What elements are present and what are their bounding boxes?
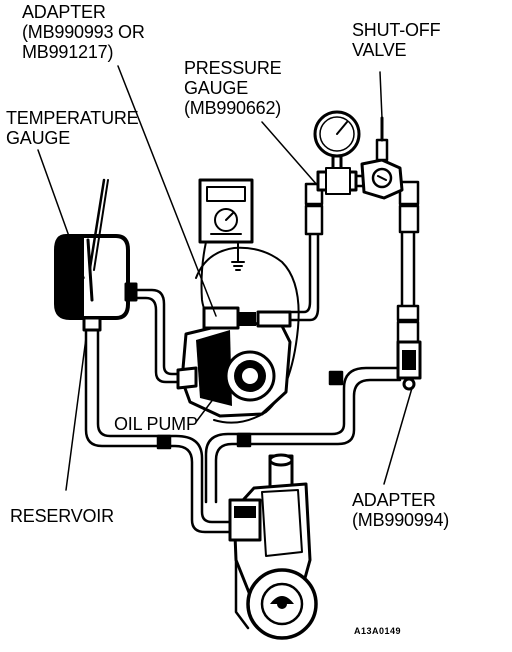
reservoir-return-hose [84, 326, 234, 534]
pressure-gauge-label-line-1: PRESSURE [184, 58, 282, 78]
adapter-bottom-label-line-1: ADAPTER [352, 490, 436, 510]
reservoir-label: RESERVOIR [10, 506, 114, 526]
shutoff-valve-label: SHUT-OFF VALVE [352, 20, 441, 60]
oil-pump-label: OIL PUMP [114, 414, 198, 434]
adapter-to-gear-hose [214, 378, 402, 504]
pressure-gauge [313, 110, 361, 172]
hose-fittings [156, 180, 420, 450]
reservoir [54, 178, 138, 332]
pressure-gauge-label-line-2: GAUGE [184, 78, 249, 98]
shutoff-valve-label-line-2: VALVE [352, 40, 407, 60]
adapter-top-label-line-3: MB991217) [22, 42, 114, 62]
adapter-bottom-label: ADAPTER (MB990994) [352, 490, 449, 530]
temperature-gauge-label: TEMPERATURE GAUGE [6, 108, 139, 148]
adapter-top-label-line-2: (MB990993 OR [22, 22, 145, 42]
shutoff-valve-label-line-1: SHUT-OFF [352, 20, 441, 40]
adapter-bottom-right [396, 340, 422, 391]
oil-pump [176, 246, 300, 424]
steering-gear-box [228, 453, 318, 640]
tee-fitting [316, 167, 372, 195]
figure-code: A13A0149 [354, 626, 402, 636]
adapter-top-label: ADAPTER (MB990993 OR MB991217) [22, 2, 145, 62]
oil-pump-label-text: OIL PUMP [114, 414, 198, 434]
temperature-gauge-label-line-2: GAUGE [6, 128, 71, 148]
leader-lines [37, 65, 413, 491]
temperature-gauge-label-line-1: TEMPERATURE [6, 108, 139, 128]
reservoir-label-text: RESERVOIR [10, 506, 114, 526]
pressure-gauge-label: PRESSURE GAUGE (MB990662) [184, 58, 282, 118]
adapter-bottom-label-line-2: (MB990994) [352, 510, 450, 530]
adapter-top-label-line-1: ADAPTER [22, 2, 106, 22]
pressure-gauge-label-line-3: (MB990662) [184, 98, 282, 118]
reservoir-to-pump-hose [120, 296, 194, 384]
pump-to-gauge-hose [288, 230, 320, 322]
shut-off-valve [360, 116, 404, 200]
